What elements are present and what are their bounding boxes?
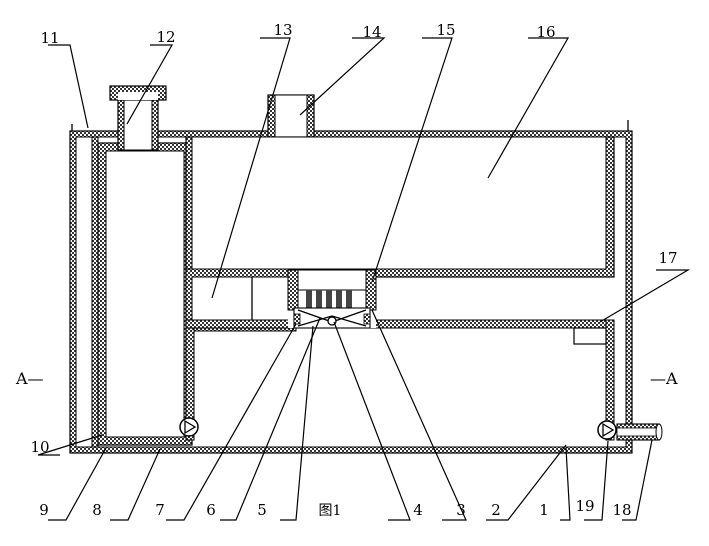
label-11: 11 <box>40 29 59 47</box>
label-14: 14 <box>362 23 381 41</box>
right-pump-icon <box>597 420 617 440</box>
label-5: 5 <box>257 501 267 519</box>
label-17: 17 <box>658 249 677 267</box>
right-outlet-pipe <box>616 423 663 441</box>
label-10: 10 <box>30 438 49 456</box>
label-8: 8 <box>92 501 102 519</box>
top-outlet-pipe <box>267 94 315 138</box>
leader-lines <box>37 37 691 521</box>
label-1: 1 <box>539 501 549 519</box>
filter-fins <box>306 290 352 308</box>
section-marker-left: A— <box>15 369 44 388</box>
part-labels: 1 2 3 4 5 6 7 8 9 10 11 12 13 14 15 16 1… <box>30 21 677 519</box>
left-tank <box>97 142 193 446</box>
left-pump-icon <box>179 417 199 437</box>
label-19: 19 <box>575 497 594 515</box>
section-marker-right: —A <box>650 369 678 388</box>
upper-chamber <box>185 136 615 278</box>
label-9: 9 <box>39 501 49 519</box>
label-6: 6 <box>206 501 216 519</box>
label-13: 13 <box>273 21 292 39</box>
label-18: 18 <box>612 501 631 519</box>
label-12: 12 <box>156 28 175 46</box>
valve-assembly <box>287 269 377 329</box>
label-7: 7 <box>155 501 165 519</box>
label-3: 3 <box>456 501 466 519</box>
figure-caption: 图1 <box>319 503 342 519</box>
label-16: 16 <box>536 23 555 41</box>
left-channel-wall <box>91 136 99 448</box>
label-2: 2 <box>491 501 501 519</box>
sensor-block <box>573 327 607 345</box>
label-4: 4 <box>413 501 423 519</box>
label-15: 15 <box>436 21 455 39</box>
lower-partition <box>185 319 615 441</box>
filler-neck <box>109 85 167 151</box>
